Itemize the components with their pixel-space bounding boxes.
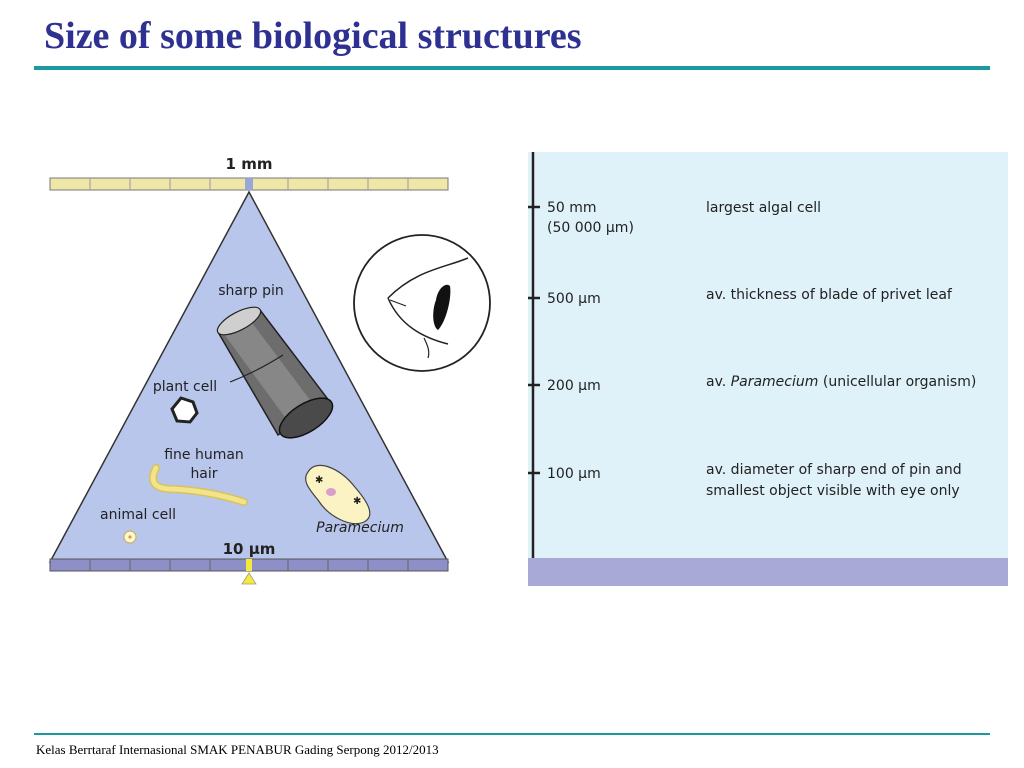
svg-text:✱: ✱ (315, 475, 323, 486)
paramecium-icon: ✱ ✱ (305, 464, 371, 525)
footer-rule (34, 733, 990, 735)
slide-title: Size of some biological structures (44, 15, 582, 57)
footer-text: Kelas Berrtaraf Internasional SMAK PENAB… (36, 742, 439, 757)
size-scale-panel: 50 mm (50 000 µm) 500 µm 200 µm 100 µm l… (528, 152, 1008, 586)
desc-sharp-pin-line2: smallest object visible with eye only (706, 483, 960, 499)
scale-label-200um: 200 µm (547, 378, 601, 394)
paramecium-label: Paramecium (316, 520, 404, 536)
title-underline (34, 66, 990, 70)
bottom-ruler (49, 558, 449, 585)
desc-privet-leaf: av. thickness of blade of privet leaf (706, 287, 953, 303)
plant-cell-label: plant cell (153, 379, 217, 395)
svg-text:✱: ✱ (353, 496, 361, 507)
scale-label-50mm-um: (50 000 µm) (547, 220, 634, 236)
sharp-pin-icon (216, 306, 334, 439)
magnification-diagram: 1 mm 10 µm sharp pin plant cell (38, 150, 508, 590)
top-scale-label: 1 mm (226, 155, 273, 173)
animal-cell-label: animal cell (100, 507, 176, 523)
plant-cell-icon (170, 396, 199, 424)
desc-largest-algal-cell: largest algal cell (706, 200, 821, 216)
scale-base-bar (528, 558, 1008, 586)
animal-cell-icon (123, 530, 137, 544)
human-hair-label-line2: hair (190, 466, 217, 482)
scale-label-100um: 100 µm (547, 466, 601, 482)
desc-paramecium: av. Paramecium (unicellular organism) (706, 374, 976, 390)
bottom-scale-label: 10 µm (223, 540, 276, 558)
scale-marker-arrow-icon (241, 572, 257, 585)
human-hair-label-line1: fine human (164, 447, 244, 463)
sharp-pin-label: sharp pin (218, 283, 284, 299)
scale-label-50mm: 50 mm (547, 200, 597, 216)
scale-label-500um: 500 µm (547, 291, 601, 307)
eye-magnifier-icon (353, 234, 491, 372)
desc-sharp-pin-line1: av. diameter of sharp end of pin and (706, 462, 962, 478)
top-ruler (49, 177, 449, 191)
